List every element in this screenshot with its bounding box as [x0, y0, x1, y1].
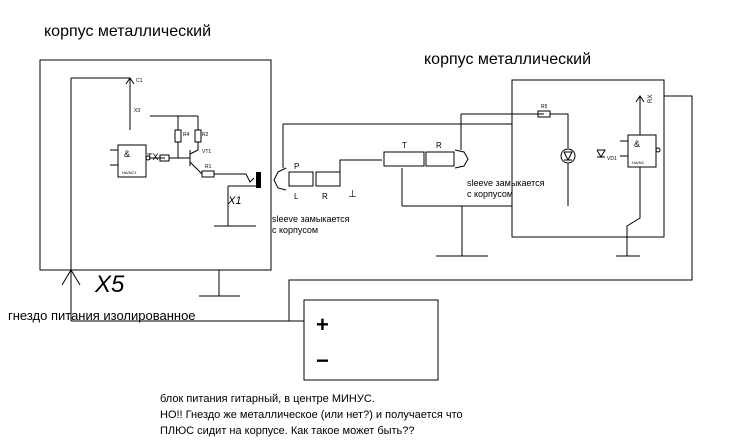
r4-label: R4	[183, 132, 190, 138]
jack-x1	[214, 172, 261, 227]
transistor-vt1	[184, 149, 199, 171]
r1-label: R1	[205, 164, 212, 170]
sleeve-note-left-line2: с корпусом	[272, 225, 318, 235]
diode-vd1	[596, 149, 606, 159]
r5-label: R5	[541, 104, 548, 110]
sleeve-note-left-line1: sleeve замыкается	[272, 214, 350, 224]
right-nand-gate: & HA/NC	[620, 134, 661, 168]
svg-text:HA/NC1: HA/NC1	[122, 170, 137, 175]
right-case-ground	[436, 206, 488, 257]
vt1-label: VT1	[202, 149, 211, 155]
led-photocoupler	[560, 148, 576, 206]
svg-text:HA/NC: HA/NC	[632, 160, 645, 165]
left-nand-gate: & HA/NC1	[110, 144, 151, 178]
rx-label: RX	[648, 95, 654, 103]
left-case-ground	[199, 270, 240, 297]
cable-t-label: T	[402, 141, 407, 150]
tx-label: TX	[147, 152, 159, 162]
x1-label: X1	[227, 195, 241, 207]
svg-text:&: &	[634, 139, 640, 149]
supply-rail-wire	[288, 95, 693, 321]
led-wire	[550, 113, 569, 148]
comment-line-2: НО!! Гнездо же металлическое (или нет?) …	[160, 409, 463, 421]
r2-label: R2	[202, 132, 209, 138]
left-case-title: корпус металлический	[44, 23, 211, 40]
comment-line-1: блок питания гитарный, в центре МИНУС.	[160, 393, 375, 405]
vd1-label: VD1	[607, 156, 617, 162]
comment-line-3: ПЛЮС сидит на корпусе. Как такое может б…	[160, 425, 415, 437]
cable-plug-right	[383, 113, 512, 207]
cable-l-label: L	[294, 192, 299, 201]
power-jack-label: гнездо питания изолированное	[8, 308, 196, 323]
sleeve-note-right-line2: с корпусом	[467, 189, 513, 199]
power-jack-x5	[61, 77, 304, 322]
psu-plus-label: +	[316, 312, 329, 337]
svg-text:&: &	[124, 149, 130, 159]
resistor-r4	[174, 129, 182, 143]
cable-r2-label: R	[436, 141, 442, 150]
right-switch-wire	[626, 167, 641, 256]
x3-label: X3	[134, 108, 140, 114]
resistor-r1	[201, 170, 215, 178]
cable-p-label: P	[294, 162, 299, 171]
x5-label: X5	[94, 271, 125, 298]
power-supply-box	[303, 299, 439, 381]
right-case-title: корпус металлический	[424, 51, 591, 68]
left-metal-case	[39, 59, 272, 271]
cable-ground-label: ⊥	[348, 189, 357, 200]
cable-core-wire	[339, 159, 382, 179]
right-metal-case	[511, 79, 665, 238]
sleeve-note-right-line1: sleeve замыкается	[467, 178, 545, 188]
psu-minus-label: −	[316, 348, 329, 373]
resistor-r2	[194, 129, 202, 143]
cable-r-label: R	[322, 192, 328, 201]
c1-label: C1	[136, 78, 143, 84]
